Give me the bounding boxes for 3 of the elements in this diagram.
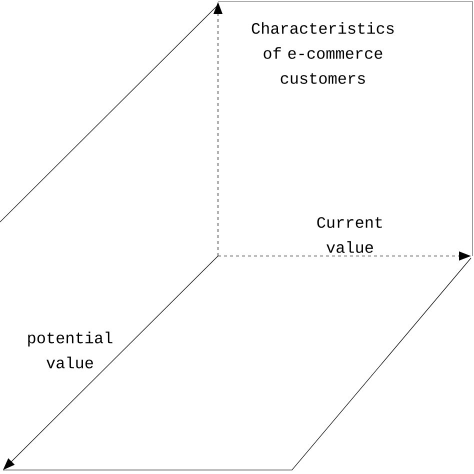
axis-label: Characteristics of e-commerce customers	[252, 22, 394, 84]
axis-label: Current value	[317, 217, 382, 253]
axis-label: potential value	[28, 332, 112, 368]
